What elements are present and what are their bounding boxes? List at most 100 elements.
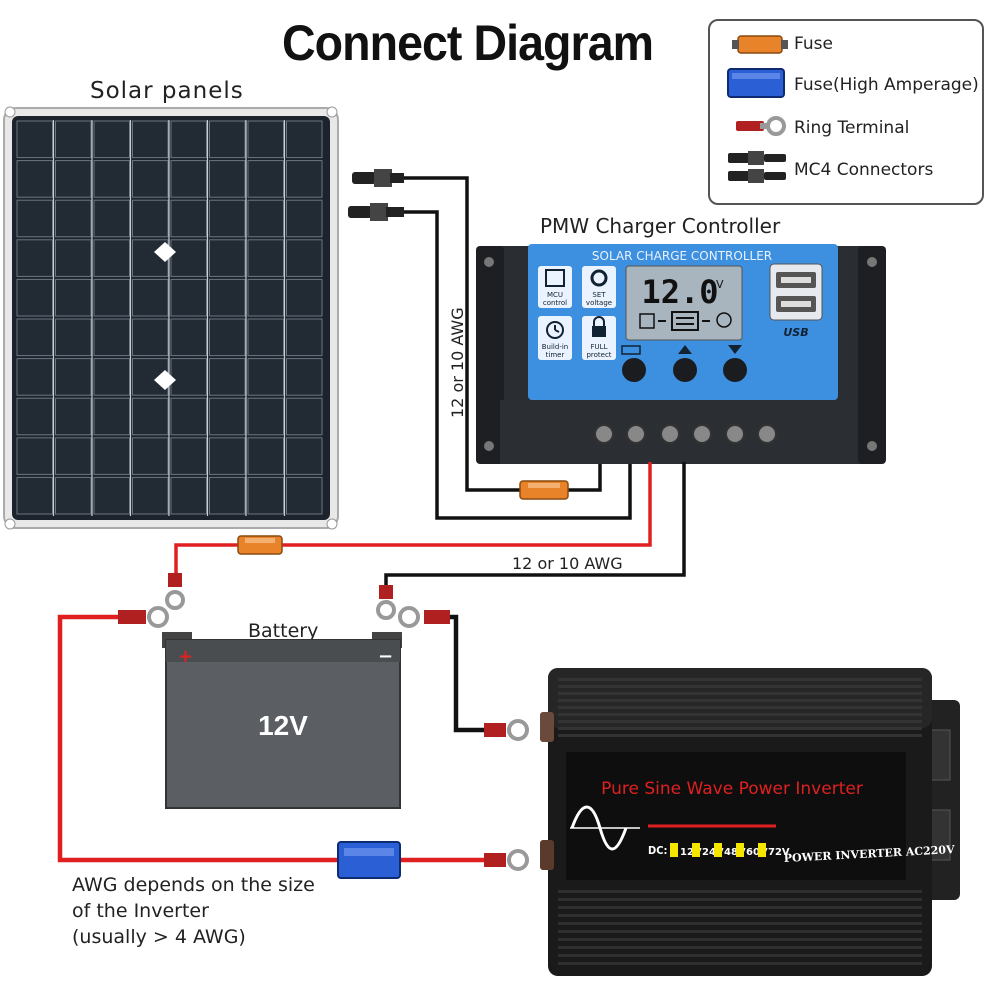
awg-note-line-1: AWG depends on the size <box>72 874 315 896</box>
voltage-badge-marker <box>758 843 766 857</box>
solar-cell <box>55 120 92 159</box>
battery: + − 12V <box>162 632 402 809</box>
voltage-badge-label: 24V <box>702 847 724 858</box>
solar-cell <box>16 239 53 277</box>
voltage-badge-marker <box>670 843 678 857</box>
awg-note-line-2: of the Inverter <box>72 900 209 922</box>
ring-terminal-inverter-positive <box>484 849 529 871</box>
voltage-badge-label: 12V <box>680 847 702 858</box>
solar-cell <box>286 278 323 317</box>
solar-cell <box>209 160 246 198</box>
solar-cell <box>247 199 284 238</box>
lock-icon <box>592 326 606 337</box>
solar-cell <box>286 437 323 475</box>
voltage-badge-marker <box>736 843 744 857</box>
controller-header: SOLAR CHARGE CONTROLLER <box>592 249 772 263</box>
up-button[interactable] <box>673 358 697 382</box>
voltage-badge-marker <box>692 843 700 857</box>
ring-terminal-inverter-neg-battery <box>398 606 450 628</box>
solar-cell <box>93 358 130 396</box>
feature-timer-line1: Build-in <box>542 343 568 351</box>
solar-cell <box>170 120 207 159</box>
solar-cell <box>247 437 284 475</box>
controller-button-icons <box>621 345 742 355</box>
solar-cell <box>209 437 246 475</box>
down-button[interactable] <box>723 358 747 382</box>
solar-cell <box>93 199 130 238</box>
legend-label-ring-terminal: Ring Terminal <box>794 118 910 138</box>
solar-cell <box>55 358 92 396</box>
lcd-unit: V <box>716 278 724 291</box>
feature-protect-line2: protect <box>586 351 611 359</box>
solar-cell <box>132 278 169 317</box>
legend-label-fuse: Fuse <box>794 34 833 54</box>
charge-controller: SOLAR CHARGE CONTROLLER MCU control SET … <box>476 244 886 464</box>
solar-cell <box>209 199 246 238</box>
solar-cell <box>132 120 169 159</box>
solar-cell <box>132 199 169 238</box>
high-amperage-fuse <box>337 841 401 879</box>
awg-note-line-3: (usually > 4 AWG) <box>72 926 246 948</box>
legend-icons <box>727 35 788 183</box>
high-amperage-fuse-icon <box>727 68 785 98</box>
legend-label-mc4: MC4 Connectors <box>794 160 934 180</box>
solar-cell <box>286 397 323 436</box>
solar-cells <box>16 120 323 516</box>
protect-feature-box <box>582 316 616 360</box>
battery-label: Battery <box>248 620 319 642</box>
solar-cell <box>286 239 323 277</box>
solar-cell <box>170 278 207 317</box>
solar-cell <box>170 397 207 436</box>
solar-cell <box>16 437 53 475</box>
lcd-display <box>625 265 743 341</box>
fuse-icon <box>732 35 788 54</box>
controller-label: PMW Charger Controller <box>540 214 781 238</box>
solar-cell <box>170 437 207 475</box>
panel-wires <box>404 176 632 520</box>
inverter-wires <box>57 614 484 863</box>
gear-icon <box>590 269 608 287</box>
legend: Fuse Fuse(High Amperage) Ring Terminal M… <box>708 19 984 205</box>
solar-cell <box>170 358 207 396</box>
solar-cell <box>247 239 284 277</box>
solar-cell <box>247 120 284 159</box>
dc-prefix: DC: <box>648 844 667 857</box>
solar-cell <box>209 358 246 396</box>
solar-cell <box>93 120 130 159</box>
awg-note: AWG depends on the size of the Inverter … <box>72 872 315 950</box>
solar-cell <box>93 476 130 515</box>
solar-cell <box>93 278 130 317</box>
solar-cell <box>55 437 92 475</box>
solar-cell <box>55 397 92 436</box>
legend-label-high-amperage-fuse: Fuse(High Amperage) <box>794 75 979 95</box>
diagram-title: Connect Diagram <box>282 15 654 71</box>
awg-label-battery-wires: 12 or 10 AWG <box>512 554 623 573</box>
solar-cell <box>16 476 53 515</box>
solar-cell <box>170 160 207 198</box>
solar-cell <box>16 358 53 396</box>
battery-negative-mark: − <box>378 646 393 667</box>
solar-cell <box>247 318 284 357</box>
feature-protect-line1: FULL <box>591 343 608 351</box>
solar-cell <box>247 358 284 396</box>
feature-set-line2: voltage <box>586 299 612 307</box>
menu-button[interactable] <box>622 358 646 382</box>
mc4-connector-icon <box>728 151 786 183</box>
mc4-connector-positive <box>352 169 404 187</box>
solar-cell <box>55 278 92 317</box>
solar-cell <box>247 278 284 317</box>
solar-cell <box>286 476 323 515</box>
solar-cell <box>247 160 284 198</box>
solar-cell <box>247 476 284 515</box>
inverter-negative-terminal <box>540 712 554 742</box>
inverter-positive-terminal <box>540 840 554 870</box>
feature-set-line1: SET <box>592 291 606 299</box>
solar-cell <box>93 160 130 198</box>
solar-cell <box>16 199 53 238</box>
inverter-fins <box>558 678 922 965</box>
ring-terminal-inverter-negative <box>484 719 529 741</box>
solar-cell <box>55 199 92 238</box>
